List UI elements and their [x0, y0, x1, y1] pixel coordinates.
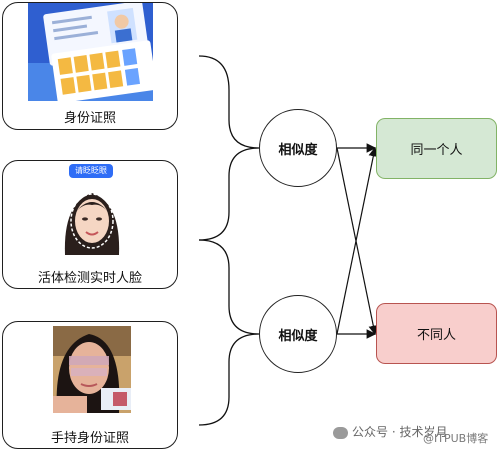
id-card-image	[28, 3, 153, 101]
input-card-holding-id: 手持身份证照	[2, 321, 178, 449]
input-label-holding-id: 手持身份证照	[50, 431, 129, 446]
input-card-id-photo: 身份证照	[2, 2, 178, 130]
lower-brace	[198, 239, 260, 426]
watermark: 公众号 · 技术岁月	[333, 423, 447, 440]
wechat-icon	[333, 426, 348, 439]
similarity-node-bottom: 相似度	[259, 295, 337, 373]
watermark-secondary: @ITPUB博客	[423, 432, 489, 445]
result-different-person: 不同人	[376, 303, 497, 364]
input-card-live-face: 请眨眨眼 活体检测实时人脸	[2, 160, 178, 289]
result-same-person: 同一个人	[376, 118, 497, 179]
liveness-badge: 请眨眨眼	[69, 164, 113, 178]
input-label-live-face: 活体检测实时人脸	[37, 271, 142, 286]
arrow-bottom-same	[336, 146, 379, 335]
input-label-id-photo: 身份证照	[63, 111, 116, 126]
watermark-primary: 公众号 · 技术岁月	[352, 425, 448, 439]
live-face-image	[55, 183, 129, 255]
upper-brace	[198, 55, 260, 241]
similarity-node-top: 相似度	[259, 109, 337, 187]
holding-id-image	[53, 326, 131, 413]
